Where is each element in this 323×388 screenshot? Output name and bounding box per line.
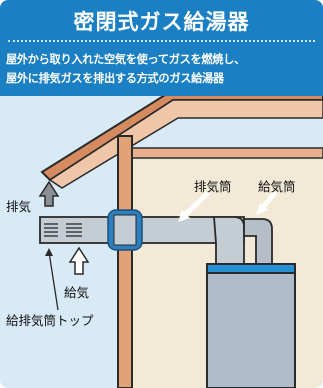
supply-label: 給気 — [64, 285, 90, 300]
house-illustration — [0, 96, 323, 388]
water-heater-band — [206, 263, 296, 274]
description-line-2: 屋外に排気ガスを排出する方式のガス給湯器 — [6, 72, 224, 85]
supply-pipe-label: 給気筒 — [258, 179, 296, 194]
exhaust-pipe-leader-icon — [181, 191, 210, 219]
wall-collar-inner — [113, 214, 137, 246]
exterior-wall — [117, 135, 133, 388]
dotted-divider — [8, 40, 315, 42]
exhaust-pipe-leader-head — [178, 210, 190, 222]
exhaust-arrow-icon — [38, 180, 60, 207]
supply-pipe — [243, 218, 273, 267]
description-line-1: 屋外から取り入れた空気を使ってガスを燃焼し、 — [6, 53, 245, 66]
vent-louvers — [44, 223, 82, 237]
top-leader-arrowhead — [45, 248, 53, 256]
exhaust-pipe — [213, 216, 245, 267]
supply-pipe-leader-icon — [259, 191, 277, 211]
supply-arrow-icon — [68, 246, 90, 275]
roof-underside — [48, 99, 323, 189]
exhaust-pipe-label: 排気筒 — [194, 179, 232, 194]
water-heater — [206, 263, 296, 388]
top-leader-line — [48, 251, 59, 311]
exhaust-label: 排気 — [6, 199, 32, 214]
supply-pipe-leader-head — [256, 203, 268, 215]
top-label: 給排気筒トップ — [6, 313, 94, 328]
diagram-title: 密閉式ガス給湯器 — [73, 10, 250, 34]
ceiling — [131, 147, 323, 159]
header-band: 密閉式ガス給湯器 屋外から取り入れた空気を使ってガスを燃焼し、 屋外に排気ガスを… — [0, 0, 323, 96]
